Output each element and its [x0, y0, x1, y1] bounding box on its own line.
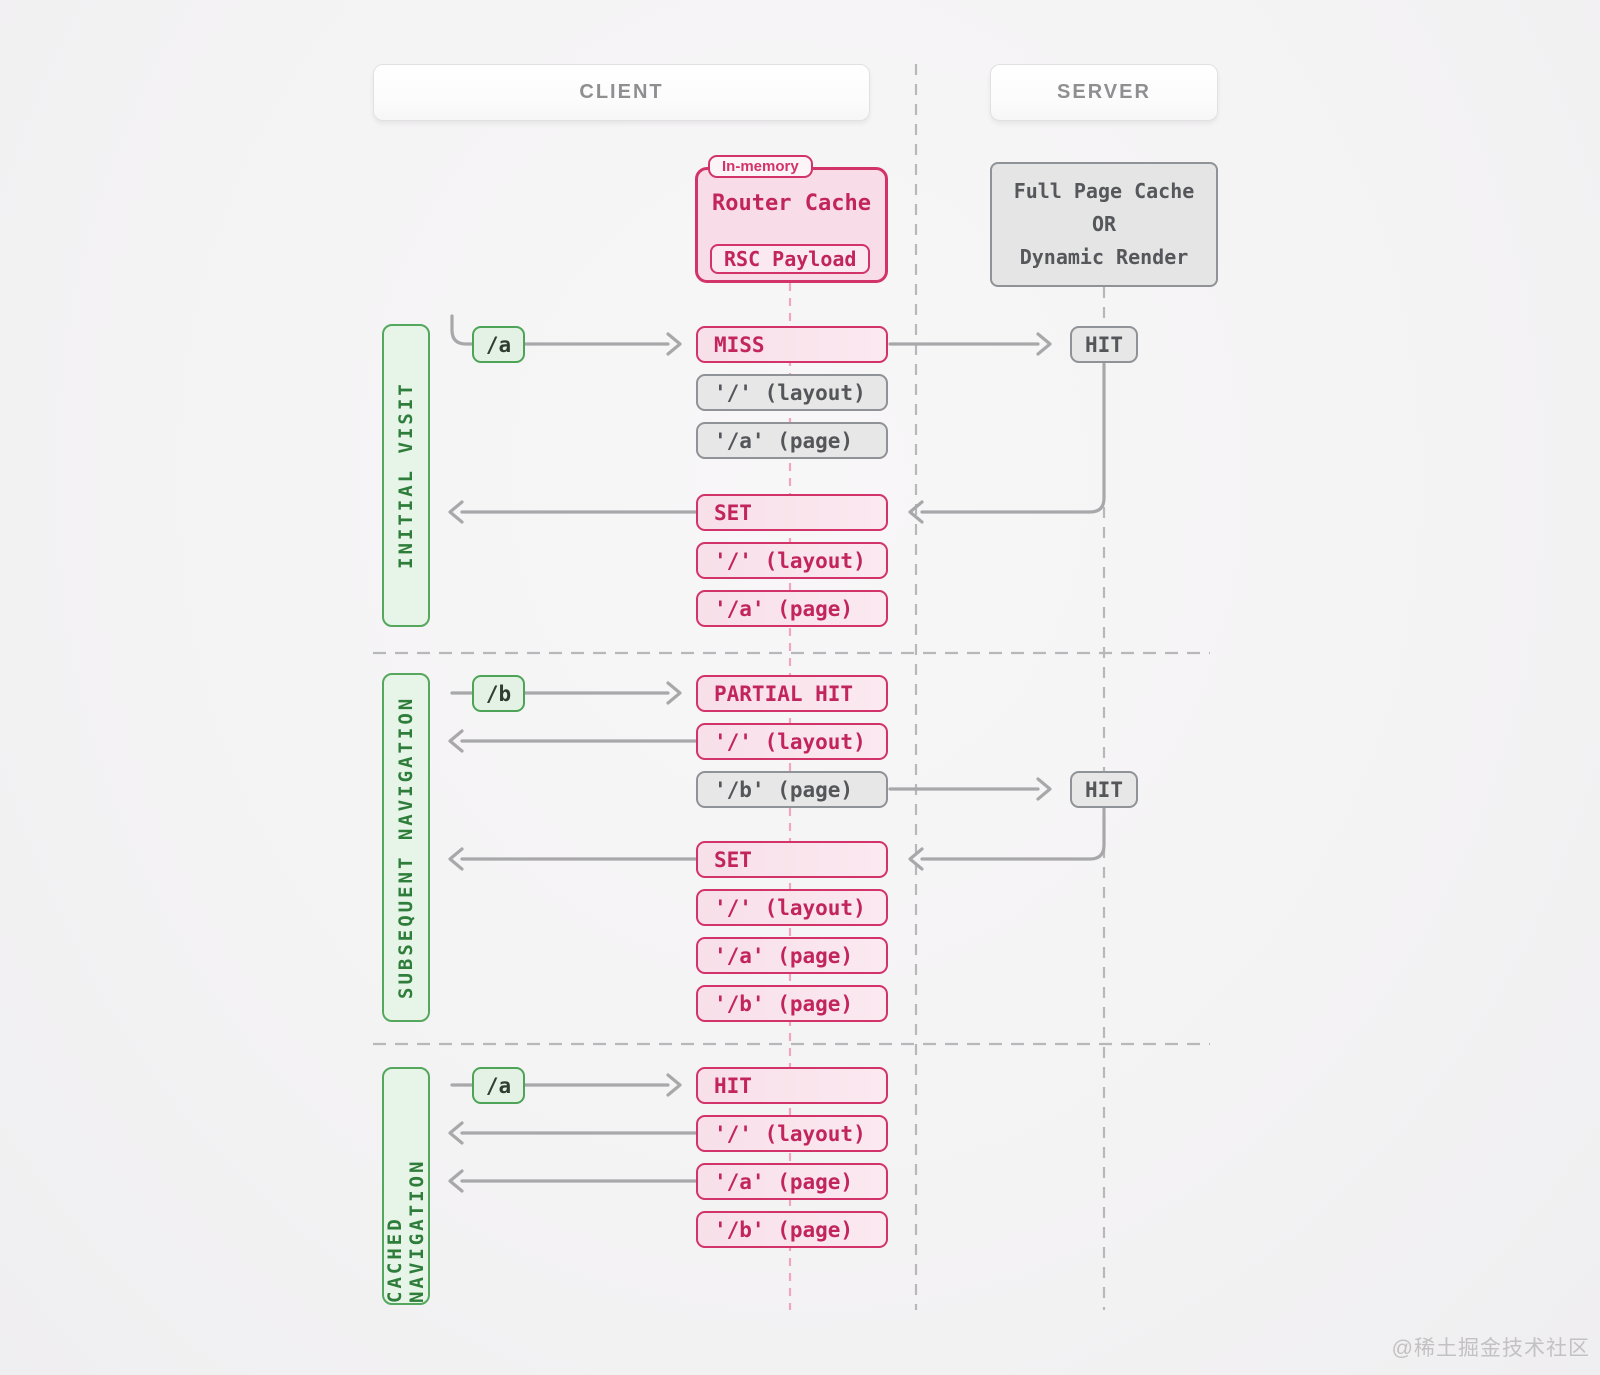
server-header-label: SERVER	[1057, 81, 1151, 103]
set-segment-page-a-subsequent: '/a' (page)	[696, 937, 888, 974]
hit-segment-page-b: '/b' (page)	[696, 1211, 888, 1248]
request-segment-page-a: '/a' (page)	[696, 422, 888, 459]
cache-result-partial-hit: PARTIAL HIT	[696, 675, 888, 712]
server-store-line-2: OR	[1091, 212, 1117, 236]
route-chip-a-cached: /a	[472, 1067, 525, 1104]
client-column-header: CLIENT	[373, 64, 870, 121]
set-action-subsequent: SET	[696, 841, 888, 878]
router-cache-title: Router Cache	[712, 191, 871, 216]
section-label-cached-navigation: CACHED NAVIGATION	[382, 1067, 430, 1305]
hit-segment-layout: '/' (layout)	[696, 1115, 888, 1152]
server-store-line-1: Full Page Cache	[1013, 179, 1195, 203]
arrow-hit-page-a-to-client	[448, 1169, 698, 1193]
set-segment-page-a-initial: '/a' (page)	[696, 590, 888, 627]
client-header-label: CLIENT	[579, 81, 664, 103]
arrow-server-hit-to-set	[908, 362, 1106, 524]
set-segment-layout-subsequent: '/' (layout)	[696, 889, 888, 926]
cached-segment-layout: '/' (layout)	[696, 723, 888, 760]
request-segment-page-b: '/b' (page)	[696, 771, 888, 808]
request-segment-layout: '/' (layout)	[696, 374, 888, 411]
arrow-server-hit-to-set-2	[908, 807, 1106, 871]
in-memory-badge: In-memory	[708, 155, 813, 178]
cache-result-hit: HIT	[696, 1067, 888, 1104]
route-chip-b: /b	[472, 675, 525, 712]
set-segment-page-b-subsequent: '/b' (page)	[696, 985, 888, 1022]
server-hit-initial: HIT	[1070, 326, 1138, 363]
arrow-cached-layout-to-client	[448, 729, 698, 753]
arrow-route-a-to-miss	[450, 314, 682, 356]
server-hit-subsequent: HIT	[1070, 771, 1138, 808]
set-action-initial: SET	[696, 494, 888, 531]
hit-segment-page-a: '/a' (page)	[696, 1163, 888, 1200]
arrow-set-2-to-client	[448, 847, 698, 871]
server-column-header: SERVER	[990, 64, 1218, 121]
router-cache-box: In-memory Router Cache RSC Payload	[695, 155, 888, 283]
route-chip-a-initial: /a	[472, 326, 525, 363]
section-label-initial-visit: INITIAL VISIT	[382, 324, 430, 627]
arrow-hit-layout-to-client	[448, 1121, 698, 1145]
cache-result-miss: MISS	[696, 326, 888, 363]
section-label-subsequent-navigation: SUBSEQUENT NAVIGATION	[382, 673, 430, 1022]
watermark-text: @稀土掘金技术社区	[1391, 1337, 1590, 1360]
server-store-line-3: Dynamic Render	[1019, 245, 1189, 269]
arrow-page-b-to-server-hit	[888, 777, 1052, 801]
rsc-payload-chip: RSC Payload	[710, 244, 871, 274]
arrow-set-to-client	[448, 500, 698, 524]
set-segment-layout-initial: '/' (layout)	[696, 542, 888, 579]
arrow-miss-to-server-hit	[888, 332, 1052, 356]
server-store-box: Full Page Cache OR Dynamic Render	[990, 162, 1218, 287]
